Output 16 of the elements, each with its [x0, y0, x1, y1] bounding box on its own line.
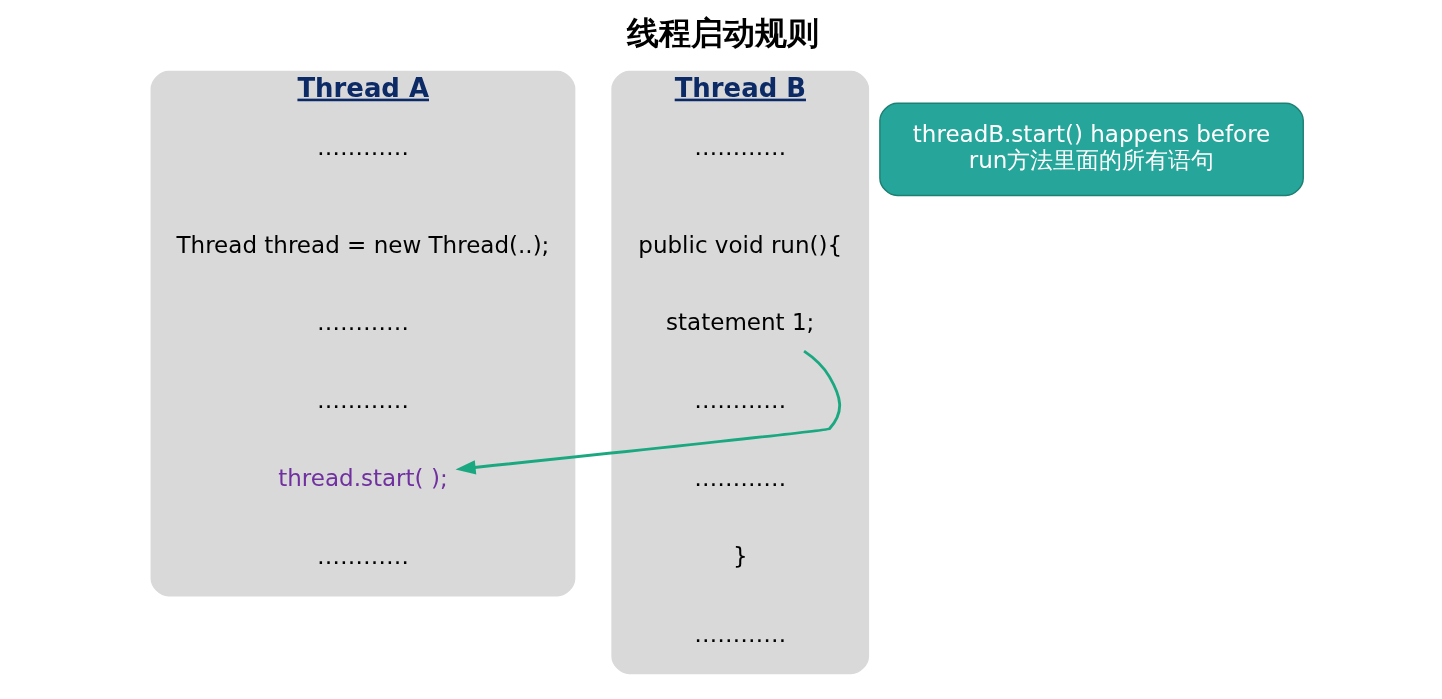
- node-text: …………: [693, 387, 786, 414]
- node-text: …………: [316, 309, 409, 336]
- node-text: …………: [316, 387, 409, 414]
- arrow: [454, 350, 841, 475]
- node-text: Thread thread = new Thread(..);: [176, 231, 549, 258]
- node-text: …………: [316, 133, 409, 160]
- diagram-title: 线程启动规则: [626, 14, 819, 51]
- node-text: }: [732, 542, 748, 569]
- node-text: …………: [316, 542, 409, 569]
- node-text: …………: [693, 620, 786, 647]
- node-text: thread.start( );: [277, 465, 448, 492]
- node-text: …………: [693, 465, 786, 492]
- node-text: public void run(){: [637, 231, 842, 258]
- node-box: threadB.start() happens before run方法里面的所有语句: [878, 102, 1304, 197]
- node-text: statement 1;: [665, 309, 814, 336]
- node-text: …………: [693, 133, 786, 160]
